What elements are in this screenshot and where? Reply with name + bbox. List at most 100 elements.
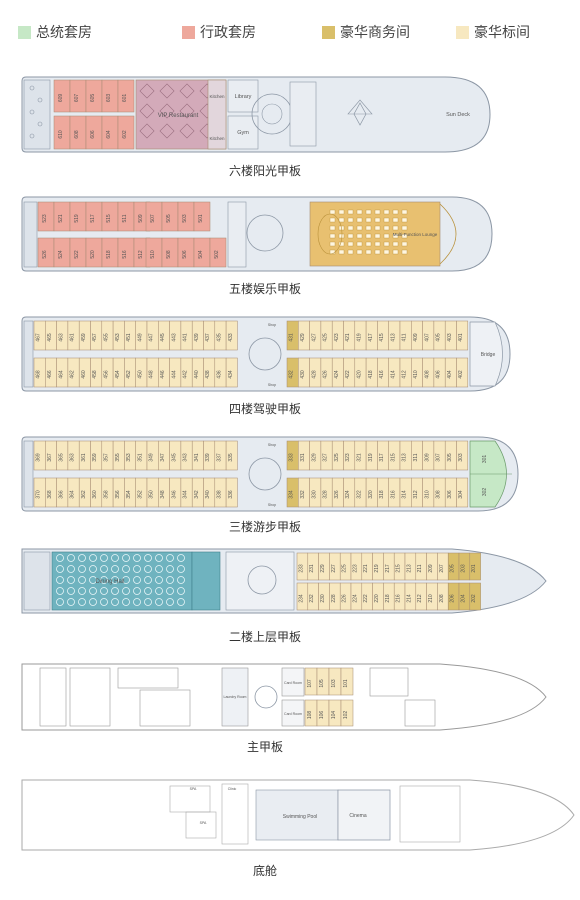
legend-item: 豪华标间 bbox=[456, 22, 530, 42]
area-label: Clinic bbox=[228, 787, 237, 791]
cabin-number: 509 bbox=[138, 214, 144, 223]
table bbox=[78, 554, 86, 562]
cabin-number: 329 bbox=[311, 453, 317, 462]
cabin-number: 328 bbox=[323, 490, 329, 499]
cabin-number: 370 bbox=[36, 490, 42, 499]
cabin-number: 439 bbox=[194, 333, 200, 342]
cabin-number: 217 bbox=[385, 564, 391, 573]
cabin-number: 464 bbox=[58, 370, 64, 379]
cabin-number: 310 bbox=[424, 490, 430, 499]
cabin-number: 406 bbox=[436, 370, 442, 379]
seat bbox=[365, 249, 372, 255]
deck-fixture bbox=[37, 97, 43, 103]
cabin-number: 307 bbox=[436, 453, 442, 462]
table bbox=[139, 123, 155, 139]
cabin-number: 365 bbox=[58, 453, 64, 462]
area-label: Bridge bbox=[481, 352, 496, 358]
cabin-number: 212 bbox=[417, 594, 423, 603]
cabin-number: 359 bbox=[92, 453, 98, 462]
cabin-number: 458 bbox=[92, 370, 98, 379]
table bbox=[159, 103, 175, 119]
cabin-number: 450 bbox=[137, 370, 143, 379]
legend-label: 豪华商务间 bbox=[340, 25, 410, 41]
cabin-number: 104 bbox=[331, 711, 337, 720]
legend-swatch bbox=[18, 25, 31, 39]
seat bbox=[365, 233, 372, 239]
cabin-number: 344 bbox=[183, 490, 189, 499]
cabin-number: 605 bbox=[90, 94, 96, 103]
seat bbox=[356, 209, 363, 215]
cabin-number: 465 bbox=[47, 333, 53, 342]
table bbox=[122, 576, 130, 584]
cabin-number: 459 bbox=[81, 333, 87, 342]
cabin-number: 316 bbox=[390, 490, 396, 499]
table bbox=[111, 565, 119, 573]
table bbox=[133, 587, 141, 595]
cabin-number: 330 bbox=[311, 490, 317, 499]
seat bbox=[401, 241, 408, 247]
cabin-number: 421 bbox=[345, 333, 351, 342]
cabin-number: 432 bbox=[289, 370, 295, 379]
deck-area bbox=[369, 667, 409, 697]
cabin-number: 517 bbox=[90, 214, 96, 223]
cabin-number: 354 bbox=[126, 490, 132, 499]
cabin bbox=[456, 440, 469, 471]
area-label: Cinema bbox=[349, 813, 366, 819]
seat bbox=[383, 241, 390, 247]
table bbox=[155, 598, 163, 606]
area-label: Swimming Pool bbox=[283, 814, 317, 820]
cabin-number: 306 bbox=[447, 490, 453, 499]
cabin-number: 436 bbox=[216, 370, 222, 379]
cabin bbox=[469, 582, 481, 611]
cabin-number: 402 bbox=[458, 370, 464, 379]
seat bbox=[347, 241, 354, 247]
cabin-number: 232 bbox=[309, 594, 315, 603]
cabin-number: 353 bbox=[126, 453, 132, 462]
cabin-number: 408 bbox=[424, 370, 430, 379]
table bbox=[144, 554, 152, 562]
area-label: Shop bbox=[268, 443, 276, 447]
cabin bbox=[225, 357, 238, 388]
seat bbox=[356, 249, 363, 255]
deck-area bbox=[289, 81, 317, 147]
seat bbox=[329, 209, 336, 215]
cabin-number: 418 bbox=[368, 370, 374, 379]
lobby bbox=[225, 551, 295, 611]
table bbox=[67, 554, 75, 562]
deck-fixture bbox=[29, 109, 35, 115]
cabin-number: 515 bbox=[106, 214, 112, 223]
cabin-number: 231 bbox=[309, 564, 315, 573]
cabin-number: 423 bbox=[334, 333, 340, 342]
area-label: Kitchen bbox=[209, 136, 225, 141]
stair-hub bbox=[247, 565, 277, 595]
cabin-number: 201 bbox=[471, 564, 477, 573]
area-label: Library bbox=[235, 94, 252, 100]
dining-service bbox=[191, 551, 221, 611]
seat bbox=[392, 217, 399, 223]
cabin-number: 522 bbox=[74, 250, 80, 259]
cabin-number: 607 bbox=[74, 94, 80, 103]
cabin-number: 516 bbox=[122, 250, 128, 259]
cabin-number: 603 bbox=[106, 94, 112, 103]
table bbox=[144, 587, 152, 595]
seat bbox=[401, 217, 408, 223]
cabin-number: 203 bbox=[460, 564, 466, 573]
cabin-number: 422 bbox=[345, 370, 351, 379]
table bbox=[100, 565, 108, 573]
deck-area bbox=[139, 689, 191, 727]
cabin-number: 466 bbox=[47, 370, 53, 379]
table bbox=[179, 123, 195, 139]
legend: 总统套房行政套房豪华商务间豪华标间 bbox=[0, 22, 580, 48]
table bbox=[100, 587, 108, 595]
table bbox=[89, 587, 97, 595]
deck-fixture bbox=[37, 121, 43, 127]
cabin-number: 219 bbox=[374, 564, 380, 573]
table bbox=[155, 576, 163, 584]
cabin bbox=[340, 667, 354, 696]
cabin-number: 511 bbox=[122, 214, 128, 222]
seat bbox=[356, 233, 363, 239]
area-label: Dining Hall bbox=[95, 579, 124, 585]
cabin-number: 211 bbox=[417, 564, 423, 572]
seat bbox=[383, 225, 390, 231]
